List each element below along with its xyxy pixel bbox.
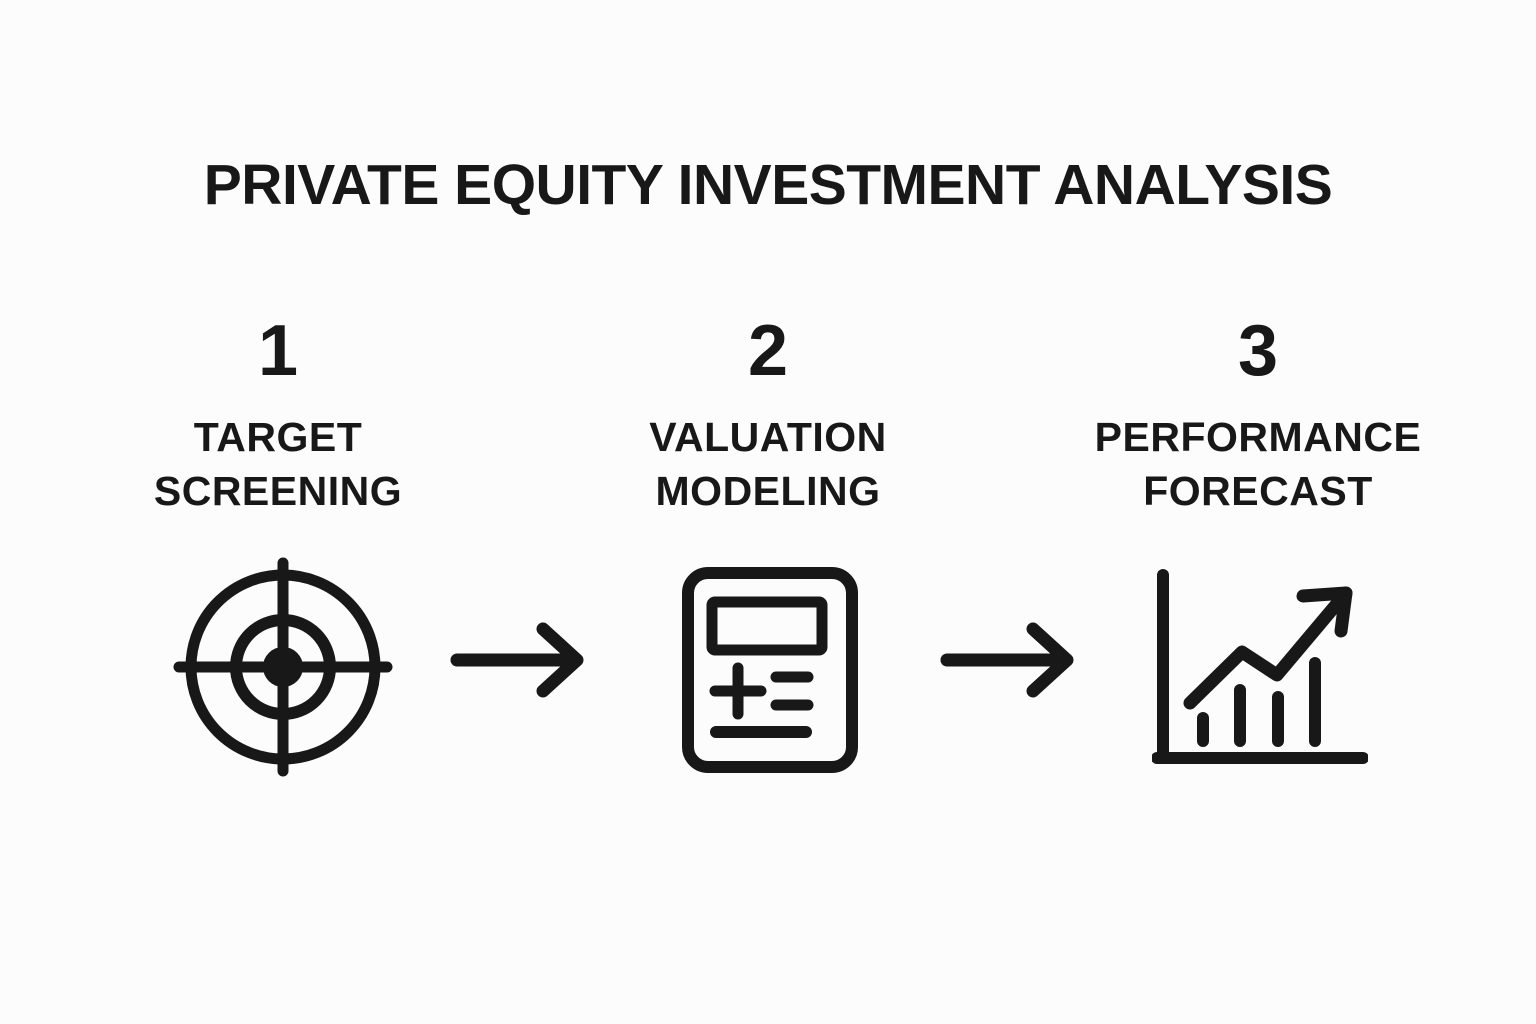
target-icon (173, 557, 393, 777)
page-title: PRIVATE EQUITY INVESTMENT ANALYSIS (203, 153, 1333, 217)
step-label-line: FORECAST (1143, 468, 1373, 514)
step-label: TARGET SCREENING (68, 410, 488, 518)
step-label: PERFORMANCE FORECAST (1048, 410, 1468, 518)
right-arrow-icon (449, 615, 589, 705)
step-label-line: VALUATION (649, 414, 887, 460)
step-label-line: MODELING (655, 468, 881, 514)
step-label-line: TARGET (193, 414, 363, 460)
step-number: 3 (1237, 311, 1279, 391)
step-target-screening: 1 TARGET SCREENING (68, 311, 488, 518)
step-number: 2 (747, 311, 789, 391)
step-performance-forecast: 3 PERFORMANCE FORECAST (1048, 311, 1468, 518)
step-valuation-modeling: 2 VALUATION MODELING (558, 311, 978, 518)
calculator-icon (682, 567, 858, 773)
step-label-line: PERFORMANCE (1094, 414, 1422, 460)
bar-chart-growth-icon (1152, 553, 1368, 769)
step-label: VALUATION MODELING (558, 410, 978, 518)
step-number: 1 (257, 311, 299, 391)
step-label-line: SCREENING (153, 468, 403, 514)
right-arrow-icon (939, 615, 1079, 705)
